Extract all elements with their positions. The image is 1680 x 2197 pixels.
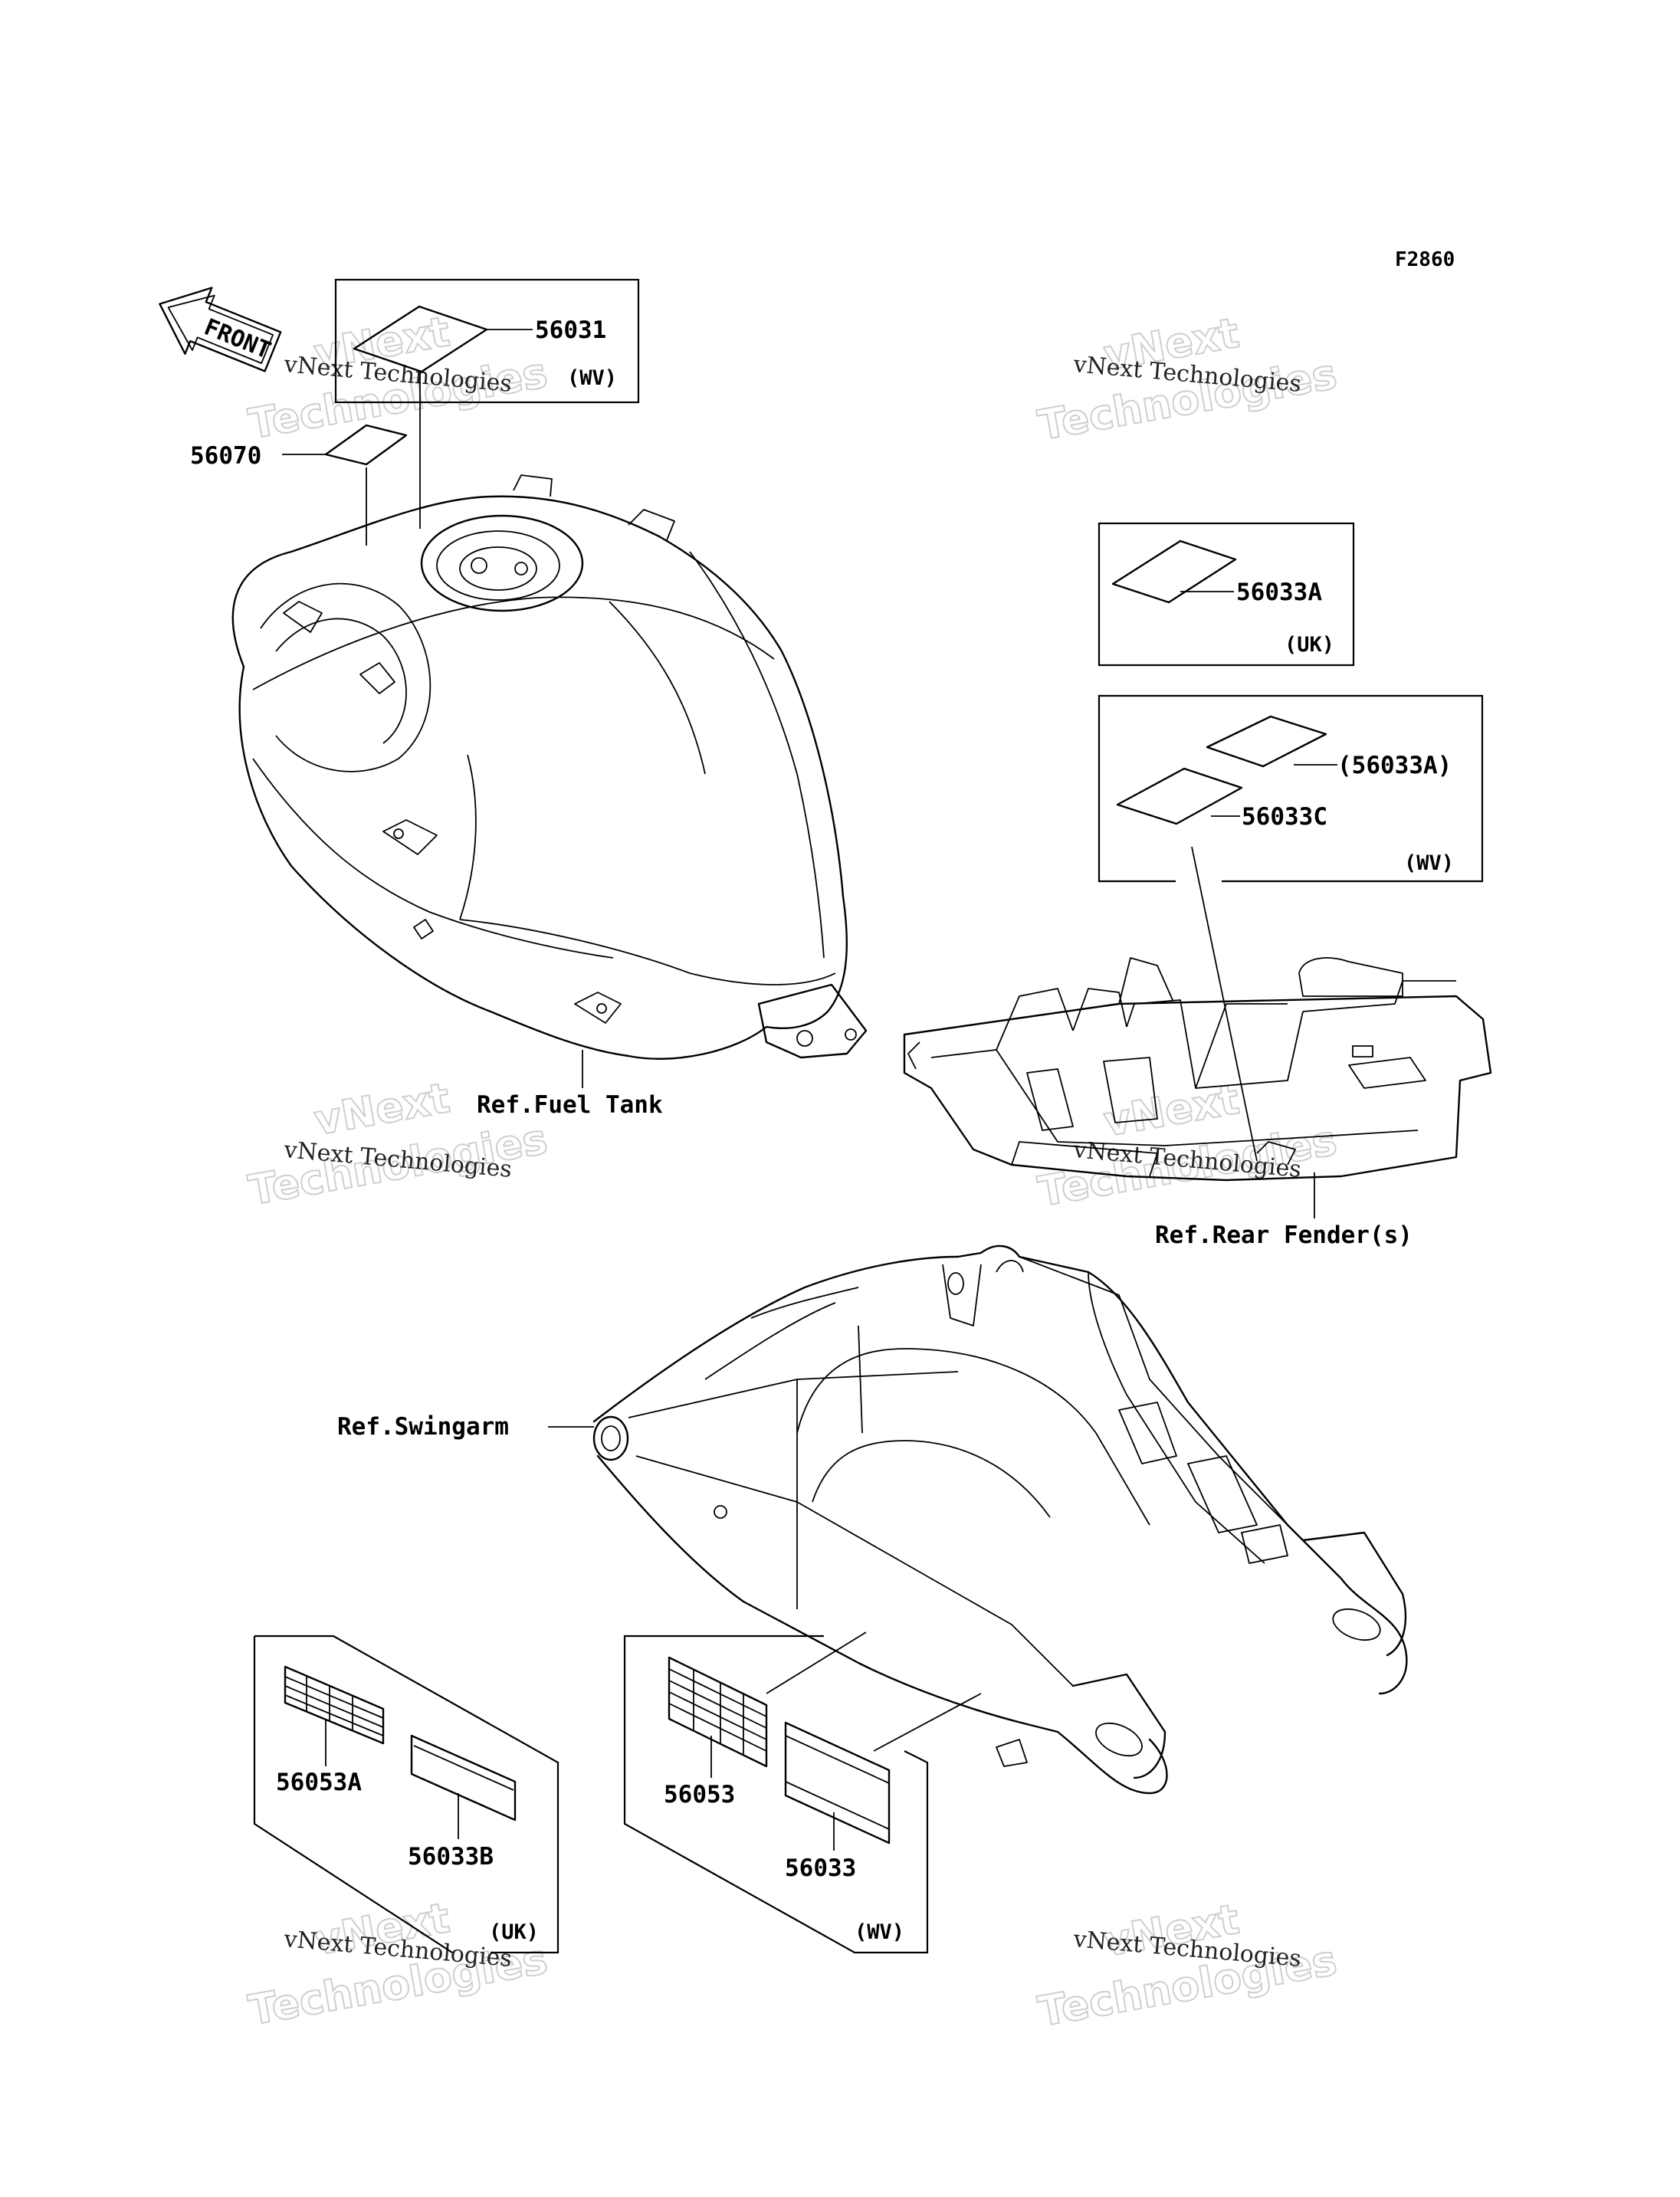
region-tag-wv: (WV) xyxy=(1404,851,1454,875)
front-arrow-label: FRONT xyxy=(200,313,274,364)
region-tag-wv: (WV) xyxy=(855,1920,904,1944)
label-decal-56033C xyxy=(1116,767,1243,825)
label-decal-56033B xyxy=(410,1734,517,1822)
label-decal-56053 xyxy=(668,1656,768,1768)
rear-fender-drawing: Ref.Rear Fender(s) xyxy=(903,957,1492,1249)
part-number-56053A: 56053A xyxy=(276,1769,362,1796)
figure-code: F2860 xyxy=(1395,248,1455,271)
callout-56070: 56070 xyxy=(190,424,408,546)
part-number-56033: 56033 xyxy=(785,1854,856,1882)
part-number-56031: 56031 xyxy=(535,316,606,344)
reference-fuel-tank: Ref.Fuel Tank xyxy=(477,1091,663,1119)
part-number-56053: 56053 xyxy=(664,1781,735,1808)
swingarm-drawing: Ref.Swingarm xyxy=(337,1244,1408,1795)
label-decal-56033A-wv xyxy=(1206,715,1327,768)
callout-box-uk-lower: 56053A 56033B (UK) xyxy=(253,1635,559,1954)
part-number-56070: 56070 xyxy=(190,442,261,470)
callout-box-56031: 56031 (WV) xyxy=(334,278,640,529)
part-number-56033A: 56033A xyxy=(1236,579,1322,606)
part-number-56033C: 56033C xyxy=(1242,803,1327,831)
label-decal-56053A xyxy=(284,1665,385,1745)
fuel-tank-drawing: Ref.Fuel Tank xyxy=(231,474,868,1119)
reference-rear-fender: Ref.Rear Fender(s) xyxy=(1155,1221,1413,1249)
part-number-56033A-wv: (56033A) xyxy=(1337,752,1452,779)
label-decal-56070 xyxy=(324,424,408,466)
callout-box-wv-lower: 56053 56033 (WV) xyxy=(623,1631,982,1954)
callout-box-56033C-wv: (56033A) 56033C (WV) xyxy=(1098,694,1484,1162)
label-decal-56033A xyxy=(1111,539,1237,604)
region-tag-wv: (WV) xyxy=(567,366,617,390)
watermark-layer: vNext Technologies vNext Technologies vN… xyxy=(244,307,1341,2037)
region-tag-uk: (UK) xyxy=(489,1920,539,1944)
watermark-mid-left: vNext Technologies xyxy=(244,1073,552,1215)
reference-swingarm: Ref.Swingarm xyxy=(337,1413,509,1441)
part-number-56033B: 56033B xyxy=(408,1843,494,1871)
front-arrow: FRONT xyxy=(159,287,282,372)
callout-box-56033A-uk: 56033A (UK) xyxy=(1098,522,1355,667)
region-tag-uk: (UK) xyxy=(1285,633,1334,657)
label-decal-56033 xyxy=(784,1721,891,1844)
